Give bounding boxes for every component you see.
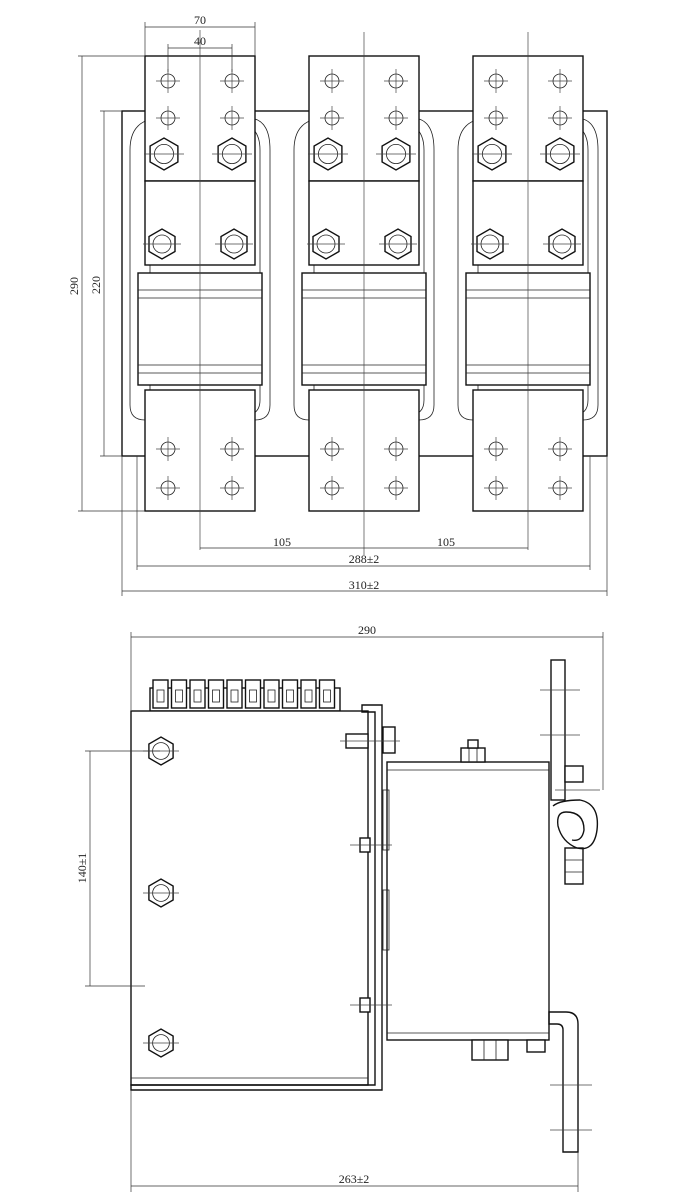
dim-pitch-right: 105 — [437, 535, 455, 549]
dim-base-length: 263±2 — [339, 1172, 370, 1186]
top-view: 70 40 290 220 105 105 288±2 310±2 — [67, 13, 608, 596]
terminal-screw-icon — [226, 679, 243, 709]
dim-hole-spacing-side: 140±1 — [75, 853, 89, 884]
terminal-screw-icon — [300, 679, 317, 709]
terminal-block — [149, 679, 341, 712]
terminal-holes — [143, 69, 581, 500]
mounting-bolts — [143, 736, 179, 1058]
terminal-screw-icon — [318, 679, 336, 709]
dim-overall-width: 310±2 — [349, 578, 380, 592]
terminal-screw-icon — [244, 679, 262, 709]
lower-terminal-bar — [548, 1011, 579, 1153]
dim-depth: 290 — [358, 623, 376, 637]
terminal-screw-icon — [170, 679, 188, 709]
dim-mount-width: 288±2 — [349, 552, 380, 566]
terminal-screw-icon — [207, 679, 225, 709]
interrupter-box — [386, 761, 550, 1041]
dim-height-mount: 220 — [89, 276, 103, 294]
dim-pitch-left: 105 — [273, 535, 291, 549]
dim-width-top: 70 — [194, 13, 206, 27]
upper-terminal-bar — [550, 659, 566, 801]
terminal-screw-icon — [281, 679, 299, 709]
terminal-screw-icon — [189, 679, 206, 709]
side-view: 290 — [75, 623, 604, 1192]
flex-connector — [552, 799, 599, 850]
terminal-screw-icon — [263, 679, 280, 709]
terminal-screw-icon — [152, 679, 169, 709]
dim-hole-spacing: 40 — [194, 34, 206, 48]
dim-height-overall: 290 — [67, 277, 81, 295]
